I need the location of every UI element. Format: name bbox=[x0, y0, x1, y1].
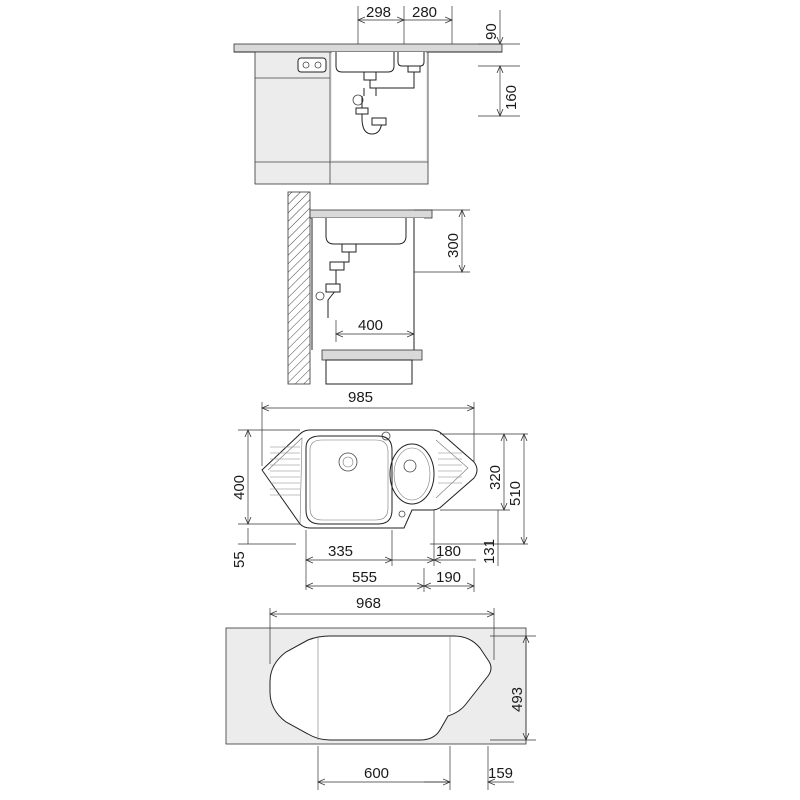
countertop-side bbox=[309, 209, 433, 219]
cutout-shape bbox=[269, 635, 492, 741]
dim-280: 280 bbox=[412, 4, 437, 21]
dim-320: 320 bbox=[487, 465, 504, 490]
dim-160: 160 bbox=[503, 85, 520, 110]
dim-55: 55 bbox=[231, 551, 248, 568]
dim-159: 159 bbox=[488, 765, 513, 782]
wall-section bbox=[287, 191, 311, 385]
bowl-top-small bbox=[389, 443, 435, 505]
dim-300: 300 bbox=[445, 233, 462, 258]
dim-180: 180 bbox=[436, 543, 461, 560]
dim-985: 985 bbox=[348, 389, 373, 406]
dim-555: 555 bbox=[352, 569, 377, 586]
sink-outline-top bbox=[261, 429, 478, 529]
bowl-side bbox=[325, 218, 407, 245]
dim-510: 510 bbox=[507, 481, 524, 506]
dim-600: 600 bbox=[364, 765, 389, 782]
drain-large bbox=[338, 452, 358, 472]
tap-hole bbox=[381, 431, 391, 441]
dim-190: 190 bbox=[436, 569, 461, 586]
dim-493: 493 bbox=[509, 687, 526, 712]
dim-131: 131 bbox=[481, 539, 498, 564]
dim-968: 968 bbox=[356, 595, 381, 612]
dim-400-side: 400 bbox=[358, 317, 383, 334]
dim-90: 90 bbox=[483, 23, 500, 40]
front-view: 298 280 90 160 bbox=[233, 4, 520, 185]
cutout-view: 968 493 600 159 bbox=[225, 595, 536, 790]
dim-298: 298 bbox=[366, 4, 391, 21]
bowl-top-large bbox=[305, 435, 393, 525]
drain-small bbox=[403, 459, 417, 473]
dim-400-top: 400 bbox=[231, 475, 248, 500]
dim-335: 335 bbox=[328, 543, 353, 560]
countertop-front bbox=[233, 43, 503, 53]
side-view: 300 400 bbox=[287, 191, 470, 385]
top-view: 985 400 320 510 55 335 180 131 555 190 bbox=[231, 389, 528, 592]
